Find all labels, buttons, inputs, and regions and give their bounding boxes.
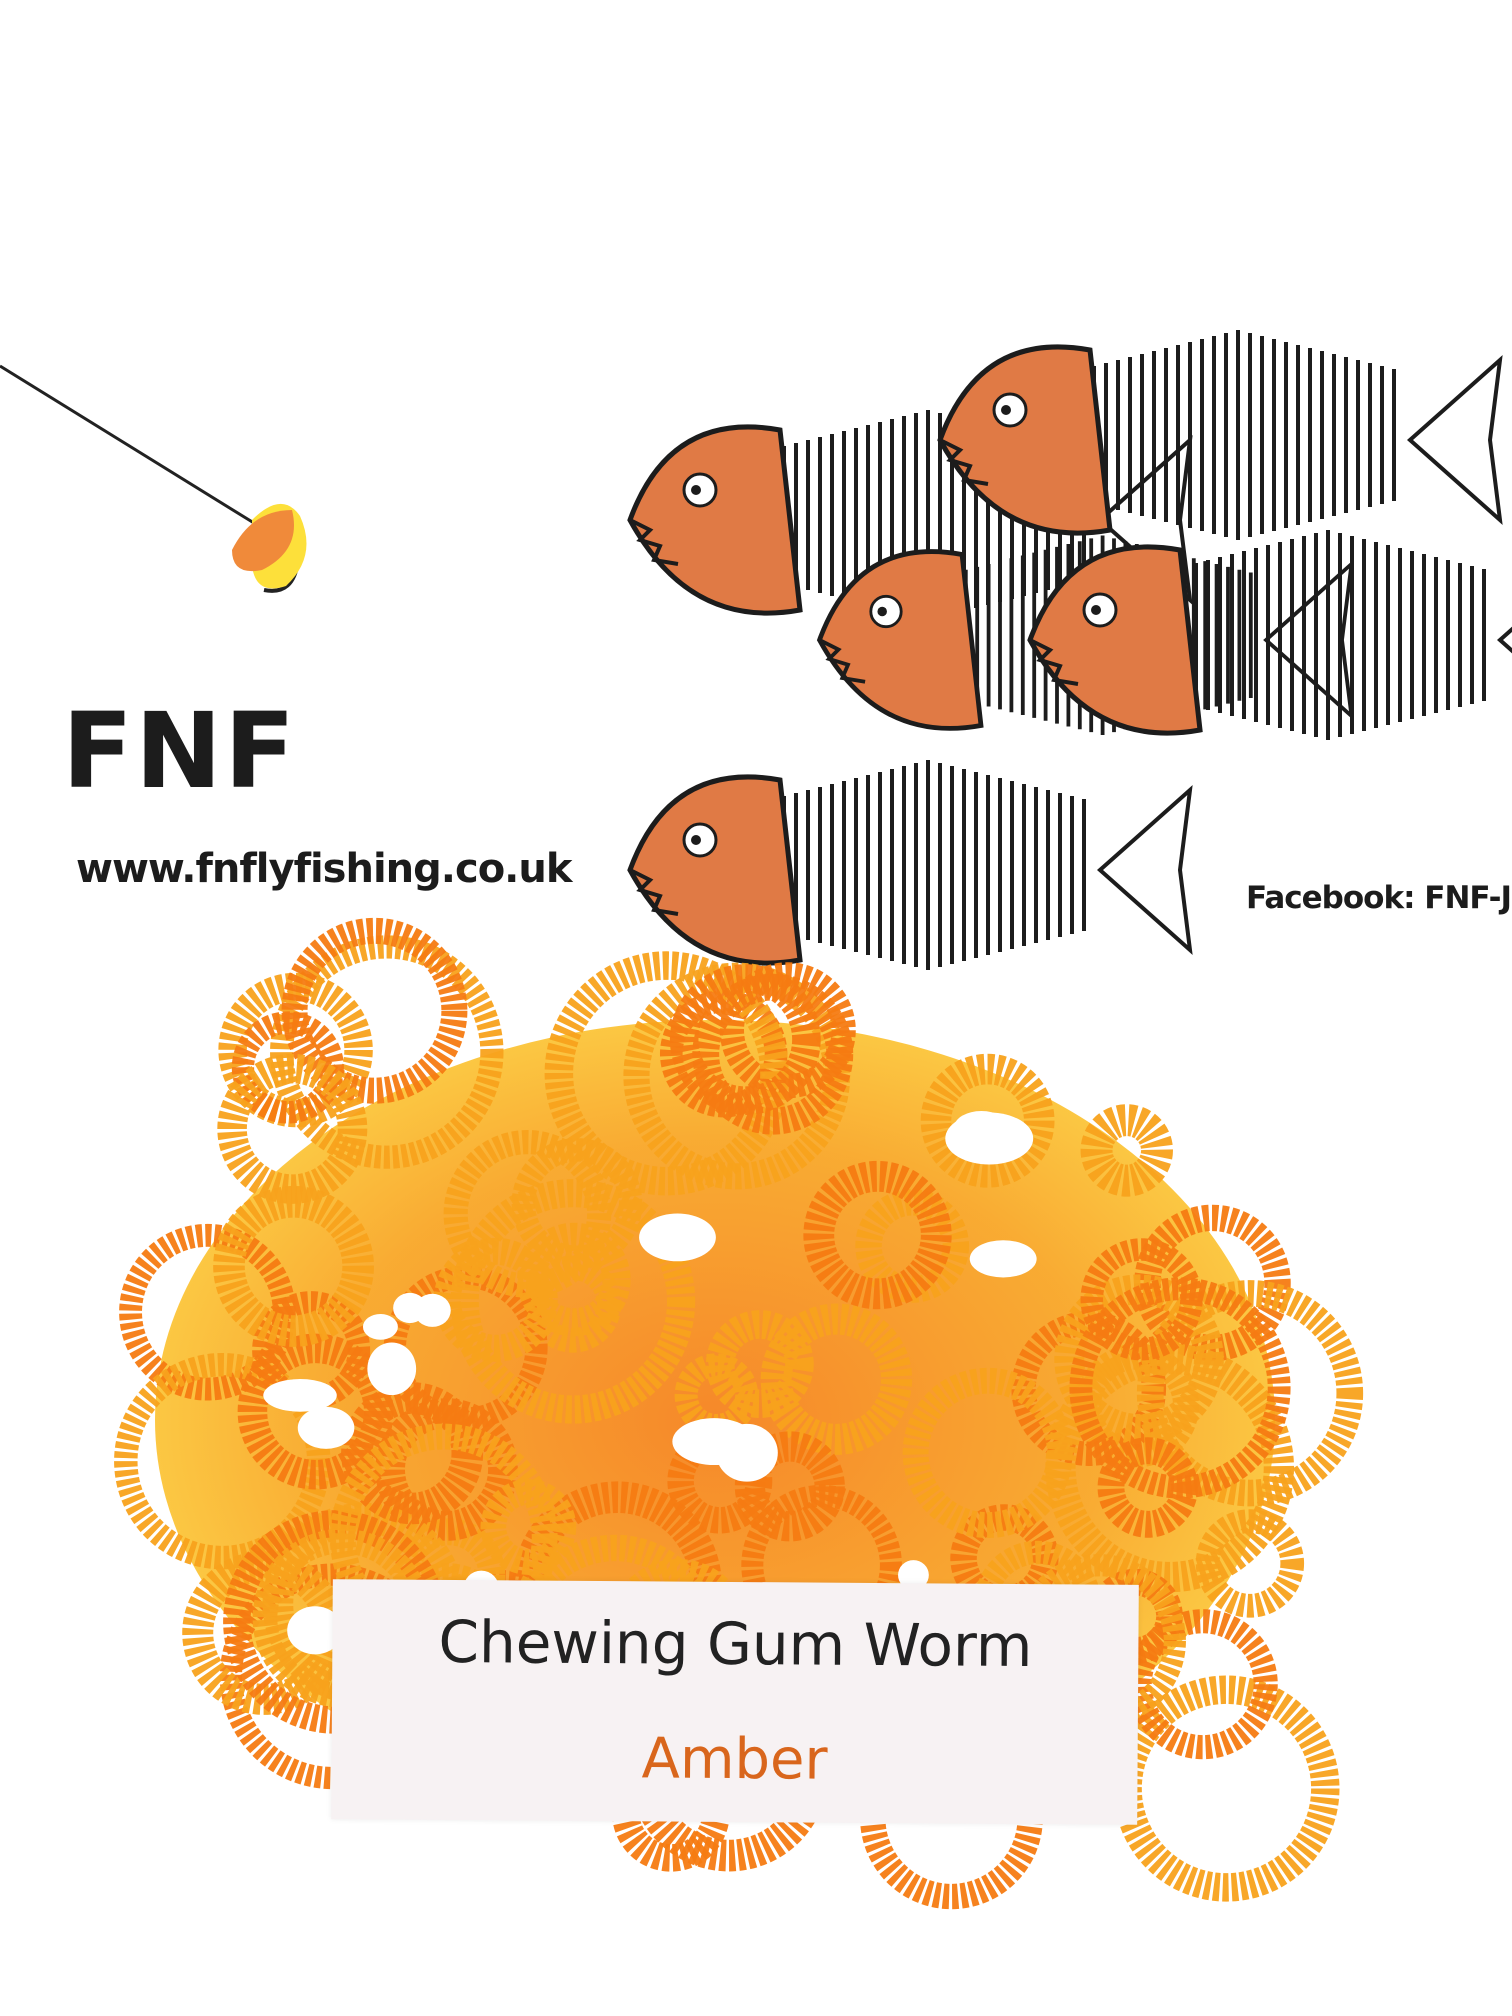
fish-drawing — [937, 330, 1503, 540]
product-name: Chewing Gum Worm — [438, 1607, 1033, 1681]
fly-icon — [0, 364, 307, 593]
fish-illustration — [627, 330, 1512, 970]
product-color: Amber — [641, 1726, 828, 1793]
fish-drawing — [1027, 530, 1512, 740]
fish-drawing — [627, 760, 1193, 970]
product-label: Chewing Gum Worm Amber — [331, 1579, 1139, 1825]
facebook-text: Facebook: FNF-Jell — [1246, 880, 1512, 916]
brand-logo: FNF — [62, 690, 298, 812]
website-link: www.fnflyfishing.co.uk — [76, 846, 572, 892]
